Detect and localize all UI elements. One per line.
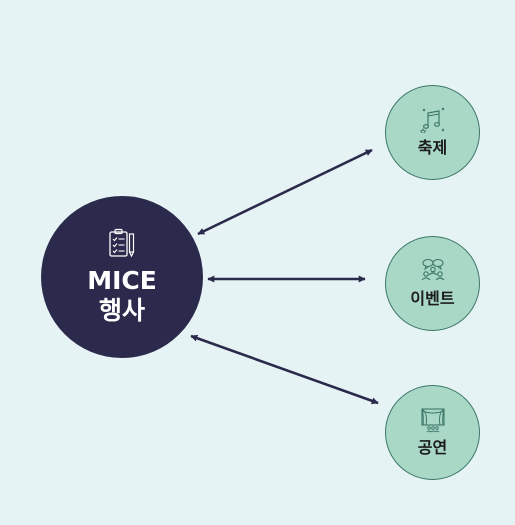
arrow-center-festival: [197, 148, 373, 236]
satellite-node-festival: 축제: [385, 85, 480, 180]
satellite-node-performance: 공연: [385, 385, 480, 480]
clipboard-checklist-icon: [109, 228, 135, 258]
stage-curtain-icon: [420, 408, 445, 433]
satellite-label-festival: 축제: [417, 138, 448, 157]
people-chat-icon: [421, 258, 444, 281]
satellite-node-event: 이벤트: [385, 236, 480, 331]
satellite-label-event: 이벤트: [410, 289, 455, 308]
music-notes-icon: [419, 107, 444, 133]
satellite-label-performance: 공연: [417, 438, 448, 457]
center-title-line1: MICE: [87, 266, 157, 295]
center-title-line2: 행사: [98, 296, 145, 325]
arrow-center-performance: [190, 334, 379, 405]
center-node-mice: MICE 행사: [41, 196, 203, 358]
